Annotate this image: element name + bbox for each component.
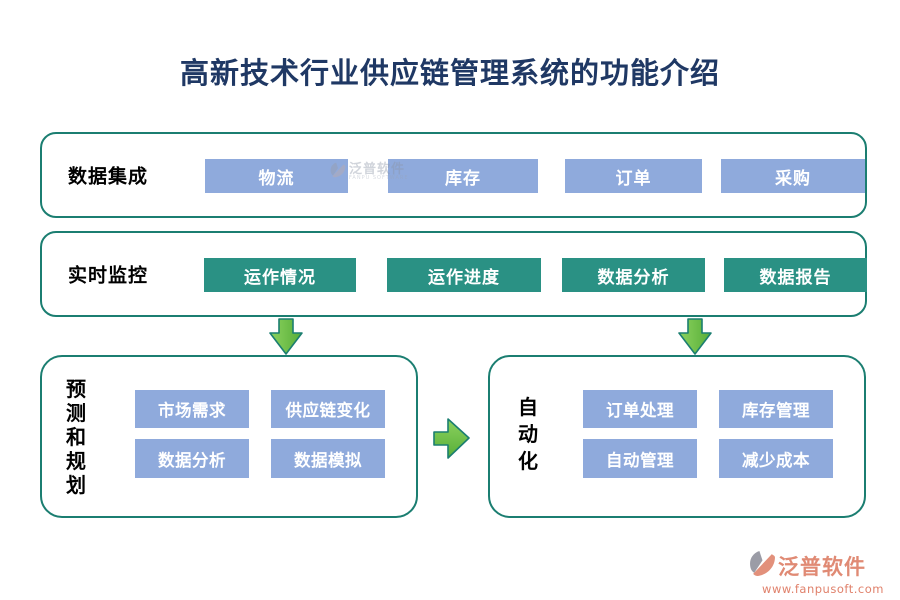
chip-logistics: 物流 [205,159,348,193]
panel-realtime-monitoring: 实时监控 运作情况 运作进度 数据分析 数据报告 [40,231,867,317]
chip-auto-management: 自动管理 [583,439,697,478]
vendor-logo-url: www.fanpusoft.com [762,582,884,596]
group-forecast-planning: 预测和规划 市场需求 供应链变化 数据分析 数据模拟 [40,355,418,518]
chip-procurement: 采购 [721,159,865,193]
vendor-logo-name: 泛普软件 [778,554,866,579]
panel-label-realtime-monitoring: 实时监控 [68,264,149,287]
chip-orders: 订单 [565,159,702,193]
chip-inventory-management: 库存管理 [719,390,833,428]
panel-label-data-integration: 数据集成 [68,165,149,188]
chip-data-simulation: 数据模拟 [271,439,385,478]
panel-data-integration: 数据集成 物流 库存 订单 采购 泛普软件 FANPU SOFTWARE [40,132,867,218]
page-title: 高新技术行业供应链管理系统的功能介绍 [179,56,720,90]
down-arrow-icon [269,318,303,360]
chip-market-demand: 市场需求 [135,390,249,428]
chip-supply-chain-change: 供应链变化 [271,390,385,428]
chip-inventory: 库存 [388,159,538,193]
chip-operation-progress: 运作进度 [387,258,541,292]
group-label-forecast-planning: 预测和规划 [66,377,86,497]
chip-data-report: 数据报告 [724,258,867,292]
right-arrow-icon [433,418,470,463]
chip-order-processing: 订单处理 [583,390,697,428]
group-automation: 自动化 订单处理 库存管理 自动管理 减少成本 [488,355,866,518]
chip-data-analysis: 数据分析 [135,439,249,478]
chip-data-analysis: 数据分析 [562,258,705,292]
down-arrow-icon [678,318,712,360]
chip-cost-reduction: 减少成本 [719,439,833,478]
group-label-automation: 自动化 [518,395,538,473]
chip-operation-status: 运作情况 [204,258,356,292]
vendor-logo-icon [749,550,776,581]
vendor-logo: 泛普软件 www.fanpusoft.com [749,550,897,596]
